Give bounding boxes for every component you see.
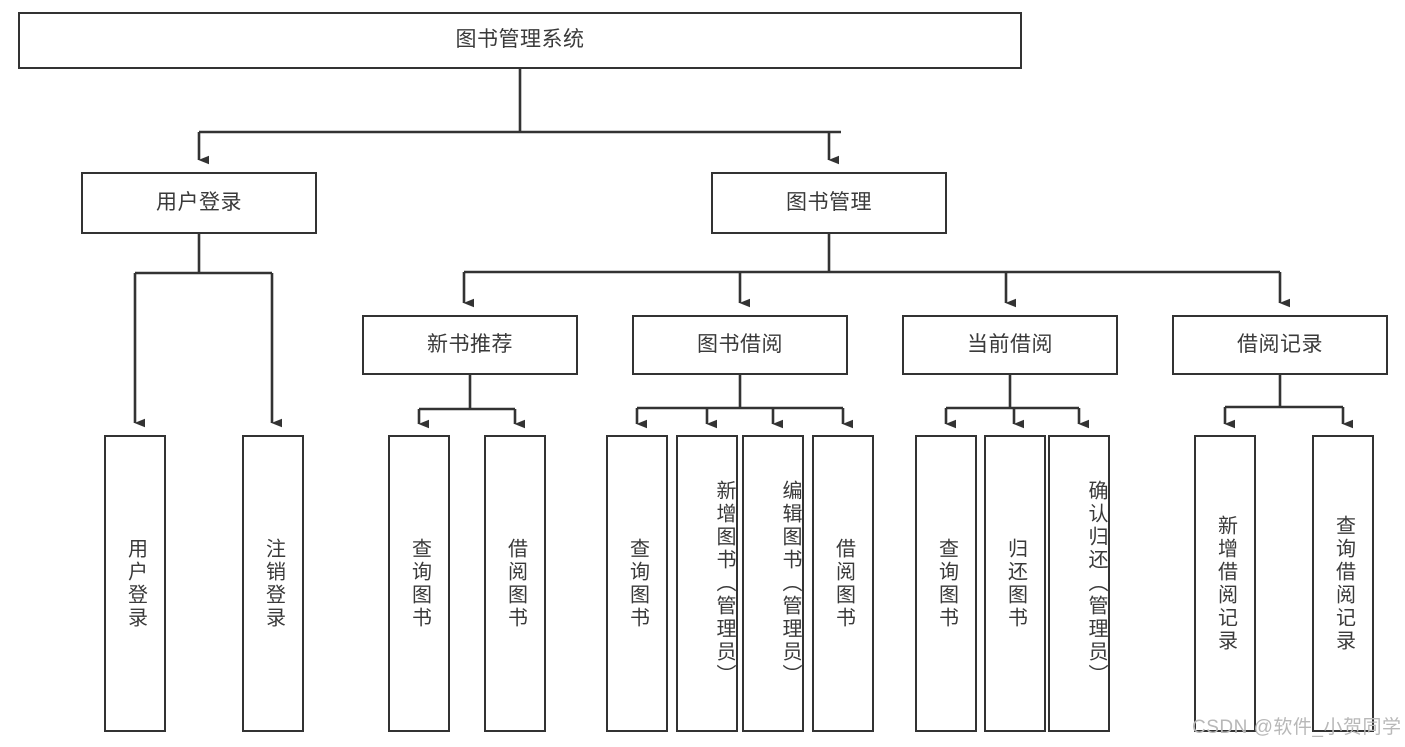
node-leaf-logout-login[interactable]: 注销登录 <box>242 435 304 732</box>
node-borrow-record[interactable]: 借阅记录 <box>1172 315 1388 375</box>
node-leaf-add-book-admin[interactable]: 新增图书（管理员） <box>676 435 738 732</box>
node-leaf-edit-book-admin-label: 编辑图书（管理员） <box>779 480 801 687</box>
node-leaf-query-book-1[interactable]: 查询图书 <box>388 435 450 732</box>
node-book-manage-label: 图书管理 <box>786 190 872 214</box>
node-leaf-add-borrow-record[interactable]: 新增借阅记录 <box>1194 435 1256 732</box>
node-book-borrow-label: 图书借阅 <box>697 332 783 356</box>
node-current-borrow-label: 当前借阅 <box>967 332 1053 356</box>
node-current-borrow[interactable]: 当前借阅 <box>902 315 1118 375</box>
node-leaf-return-book[interactable]: 归还图书 <box>984 435 1046 732</box>
node-leaf-add-borrow-record-label: 新增借阅记录 <box>1214 514 1237 653</box>
watermark: CSDN @软件_小贺同学 <box>1192 717 1402 738</box>
node-leaf-user-login[interactable]: 用户登录 <box>104 435 166 732</box>
node-book-borrow[interactable]: 图书借阅 <box>632 315 848 375</box>
node-leaf-query-book-3-label: 查询图书 <box>935 537 958 630</box>
node-leaf-borrow-book-1[interactable]: 借阅图书 <box>484 435 546 732</box>
node-leaf-query-book-2-label: 查询图书 <box>626 537 649 630</box>
node-leaf-confirm-return-admin[interactable]: 确认归还（管理员） <box>1048 435 1110 732</box>
node-leaf-borrow-book-1-label: 借阅图书 <box>504 537 527 630</box>
node-root[interactable]: 图书管理系统 <box>18 12 1022 69</box>
node-leaf-query-book-1-label: 查询图书 <box>408 537 431 630</box>
node-leaf-query-borrow-record-label: 查询借阅记录 <box>1332 514 1355 653</box>
node-new-book-recommend-label: 新书推荐 <box>427 332 513 356</box>
node-borrow-record-label: 借阅记录 <box>1237 332 1323 356</box>
node-leaf-borrow-book-2-label: 借阅图书 <box>832 537 855 630</box>
node-leaf-query-borrow-record[interactable]: 查询借阅记录 <box>1312 435 1374 732</box>
node-leaf-query-book-3[interactable]: 查询图书 <box>915 435 977 732</box>
node-user-login-label: 用户登录 <box>156 190 242 214</box>
node-leaf-logout-login-label: 注销登录 <box>262 537 285 630</box>
node-book-manage[interactable]: 图书管理 <box>711 172 947 234</box>
node-root-label: 图书管理系统 <box>455 28 585 52</box>
node-leaf-borrow-book-2[interactable]: 借阅图书 <box>812 435 874 732</box>
node-leaf-confirm-return-admin-label: 确认归还（管理员） <box>1085 480 1107 687</box>
node-leaf-add-book-admin-label: 新增图书（管理员） <box>713 480 735 687</box>
node-new-book-recommend[interactable]: 新书推荐 <box>362 315 578 375</box>
node-leaf-user-login-label: 用户登录 <box>124 537 147 630</box>
node-leaf-query-book-2[interactable]: 查询图书 <box>606 435 668 732</box>
node-leaf-edit-book-admin[interactable]: 编辑图书（管理员） <box>742 435 804 732</box>
node-leaf-return-book-label: 归还图书 <box>1004 537 1027 630</box>
node-user-login[interactable]: 用户登录 <box>81 172 317 234</box>
